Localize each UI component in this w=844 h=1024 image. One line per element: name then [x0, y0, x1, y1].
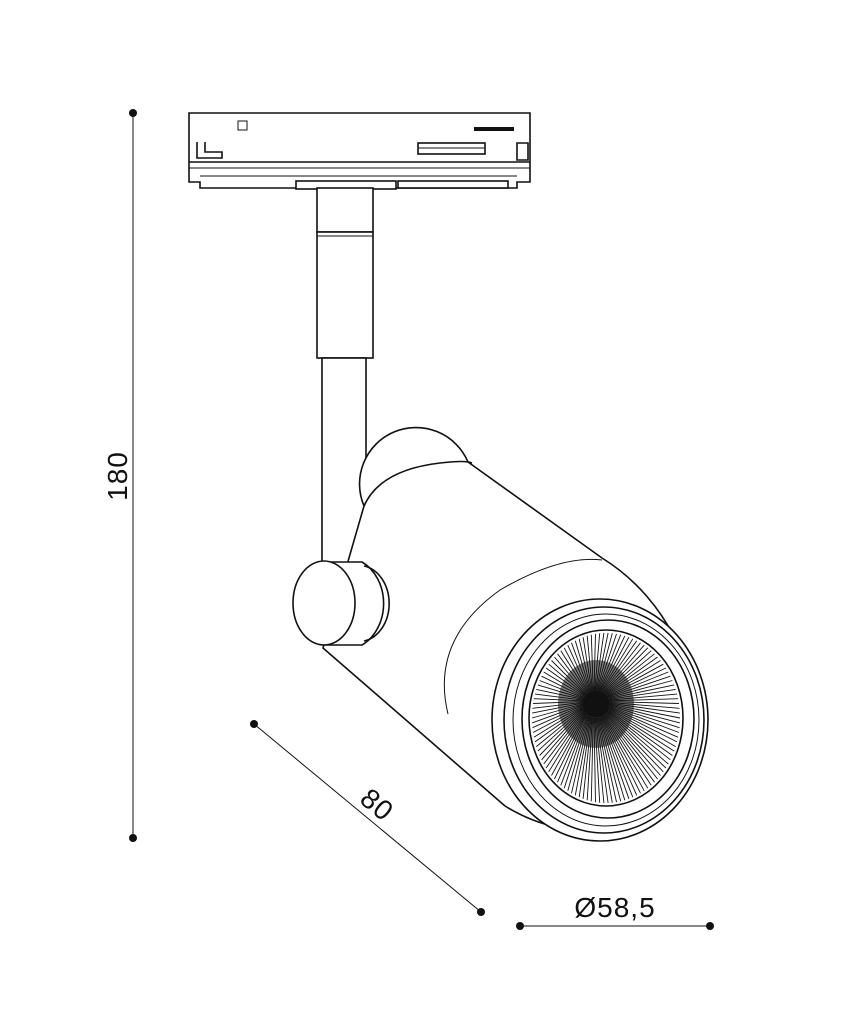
pivot-joint-knob: [292, 560, 356, 646]
lamp-led-center: [582, 690, 610, 718]
height-dimension-bottom-endpoint: [129, 834, 137, 842]
diameter-dimension-right-endpoint: [706, 922, 714, 930]
lamp-head: [322, 426, 709, 842]
depth-dimension-end-endpoint: [477, 908, 485, 916]
depth-dimension-label: 80: [354, 782, 399, 827]
lamp-front-ring-4: [521, 619, 695, 819]
depth-dimension-start-endpoint: [250, 720, 258, 728]
track-adapter-side-plate: [397, 180, 509, 189]
diameter-dimension: Ø58,5: [516, 892, 714, 930]
lamp-front-ring-3: [512, 613, 700, 827]
track-adapter-top-mark: [474, 127, 514, 131]
lamp-front-reflector-rim: [528, 629, 684, 807]
pivot-joint-rim: [363, 565, 390, 642]
lamp-head-segment-line: [443, 558, 603, 715]
stem: [316, 187, 374, 565]
height-dimension-label: 180: [102, 451, 133, 501]
track-adapter-right-clip: [516, 142, 529, 161]
stem-upper-tube: [316, 231, 374, 359]
diameter-dimension-left-endpoint: [516, 922, 524, 930]
lamp-head-rear-dome: [363, 460, 473, 507]
track-adapter-indicator-square: [237, 120, 248, 131]
track-adapter-body: [188, 112, 531, 189]
lamp-reflector: [531, 632, 681, 804]
lamp-front-ring-2: [503, 606, 705, 834]
height-dimension: 180: [102, 109, 137, 842]
track-adapter: [188, 112, 531, 190]
stem-collar: [316, 187, 374, 233]
track-adapter-left-hook: [196, 142, 223, 159]
diameter-dimension-label: Ø58,5: [574, 892, 655, 923]
height-dimension-top-endpoint: [129, 109, 137, 117]
depth-dimension-line: [253, 723, 482, 913]
pivot-joint: [292, 560, 390, 646]
